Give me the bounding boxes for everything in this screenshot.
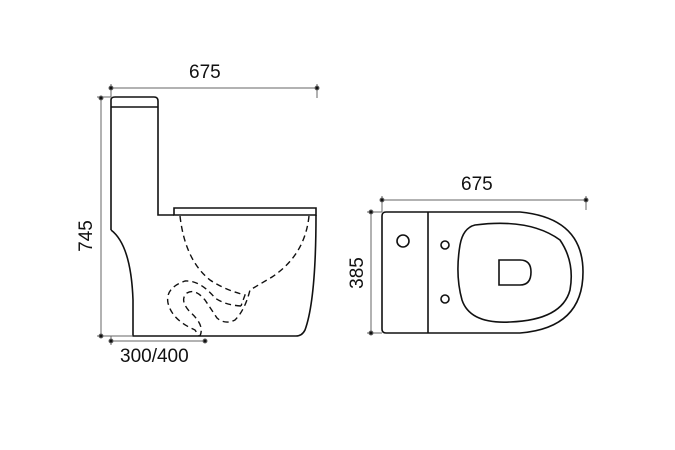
top-view <box>381 211 584 334</box>
tank-outline <box>110 96 174 230</box>
side-view <box>110 96 317 337</box>
side-height-label: 745 <box>75 220 97 252</box>
drain-outlet <box>498 259 532 286</box>
side-dimension-lines <box>97 84 320 345</box>
bowl-body <box>110 214 317 337</box>
seat-hinge-hole <box>440 294 450 304</box>
seat-opening <box>457 222 573 323</box>
seat-hinge-hole <box>440 240 450 250</box>
seat-outline <box>173 207 317 216</box>
top-dimension-lines <box>367 196 589 336</box>
top-depth-label: 385 <box>346 257 368 289</box>
top-width-label: 675 <box>461 174 493 195</box>
side-width-label: 675 <box>189 62 221 83</box>
flush-button-hole <box>396 234 410 248</box>
trapway-hidden-lines <box>166 215 310 337</box>
rough-in-label: 300/400 <box>120 346 189 367</box>
top-outline <box>381 211 584 334</box>
